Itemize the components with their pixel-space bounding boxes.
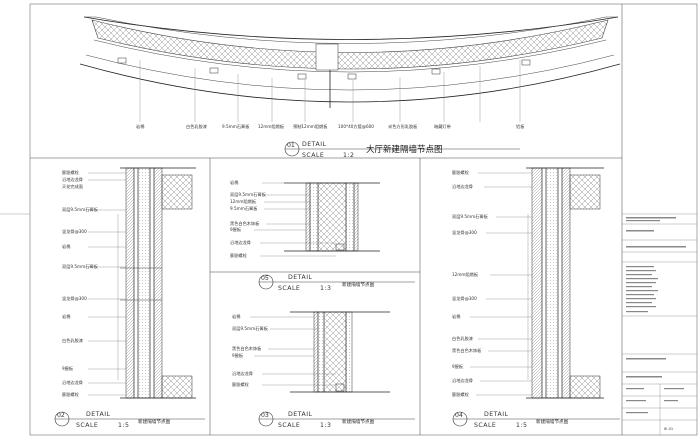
- detail-label: DETAIL: [288, 411, 313, 418]
- detail-number: 05: [261, 275, 269, 282]
- detail-title: 大厅新建隔墙节点图: [366, 144, 443, 155]
- callout-label: 沿地边龙骨: [62, 176, 83, 183]
- callout-label: 岩棉: [136, 123, 144, 130]
- detail-02-labels: 膨胀螺栓 沿地边龙骨 天花完成面 双层9.5mm石膏板 竖龙骨@300 岩棉 双…: [62, 169, 126, 398]
- detail-02-drawing: [117, 167, 196, 399]
- callout-label: 岩棉: [452, 313, 460, 320]
- callout-label: 沿地边龙骨: [230, 239, 251, 246]
- detail-05-drawing: [284, 182, 380, 252]
- callout-label: 白色乳胶漆: [62, 337, 83, 344]
- scale-ratio: 1:5: [516, 422, 527, 429]
- detail-05-labels: 岩棉 双层9.5mm石膏板 12mm阻燃板 9.5mm石膏板 黑色白色木饰板 9…: [230, 179, 336, 259]
- callout-label: 膨胀螺栓: [452, 169, 470, 176]
- detail-title: 新建隔墙节点图: [342, 418, 375, 425]
- callout-label: 9厘板: [452, 363, 464, 370]
- detail-03-labels: 岩棉 双层9.5mm石膏板 黑色白色木饰板 9厘板 沿地边龙骨 膨胀螺栓: [232, 313, 336, 388]
- callout-label: 双层9.5mm石膏板: [62, 206, 99, 213]
- callout-label: 双层9.5mm石膏板: [232, 325, 269, 332]
- callout-label: 膨胀螺栓: [62, 391, 80, 398]
- detail-01-drawing: [79, 16, 621, 122]
- scale-label: SCALE: [278, 422, 300, 429]
- callout-label: 膨胀螺栓: [232, 381, 250, 388]
- callout-label: 沿地边龙骨: [62, 379, 83, 386]
- callout-label: 12mm阻燃板: [230, 198, 257, 205]
- callout-label: 黑色白色木饰板: [230, 220, 260, 227]
- callout-label: 竖龙骨@300: [62, 228, 87, 235]
- scale-label: SCALE: [278, 285, 300, 292]
- callout-label: 岩棉: [62, 243, 70, 250]
- title-block: IE-01: [621, 4, 697, 435]
- callout-label: 膨胀螺栓: [452, 391, 470, 398]
- callout-label: 竖龙骨@300: [62, 295, 87, 302]
- callout-label: 双层9.5mm石膏板: [62, 263, 99, 270]
- callout-label: 岩棉: [232, 313, 240, 320]
- callout-label: 双层9.5mm石膏板: [230, 191, 267, 198]
- callout-label: 铝板: [516, 123, 525, 130]
- callout-label: 9厘板: [232, 352, 244, 359]
- callout-label: 12mm阻燃板: [452, 271, 479, 278]
- detail-02-title: 02 DETAIL SCALE 1:5 新建隔墙节点图: [54, 411, 205, 429]
- callout-label: 岩棉: [62, 313, 70, 320]
- callout-label: 9厘板: [230, 226, 242, 233]
- detail-04-labels: 膨胀螺栓 沿地边龙骨 双层9.5mm石膏板 竖龙骨@300 12mm阻燃板 竖龙…: [452, 169, 532, 398]
- scale-ratio: 1:2: [343, 152, 354, 159]
- callout-label: 岩棉: [230, 179, 238, 186]
- callout-label: 竖龙骨@300: [452, 229, 477, 236]
- detail-05-title: 05 DETAIL SCALE 1:3 新建隔墙节点图: [258, 274, 415, 292]
- detail-04-drawing: [526, 167, 604, 399]
- callout-label: 黑色白色木饰板: [232, 345, 262, 352]
- detail-03-title: 03 DETAIL SCALE 1:3 新建隔墙节点图: [258, 411, 415, 429]
- scale-ratio: 1:3: [320, 285, 331, 292]
- callout-label: 9厘板: [62, 365, 74, 372]
- scale-ratio: 1:5: [118, 422, 129, 429]
- callout-label: 沿地边龙骨: [452, 377, 473, 384]
- detail-number: 02: [57, 412, 65, 419]
- callout-label: 膨胀螺栓: [230, 252, 248, 259]
- scale-label: SCALE: [474, 422, 496, 429]
- callout-label: 沿地边龙骨: [452, 183, 473, 190]
- detail-title: 新建隔墙节点图: [536, 418, 569, 425]
- detail-number: 01: [287, 142, 295, 149]
- callout-label: 12mm阻燃板: [258, 123, 285, 130]
- sheet-number: IE-01: [664, 427, 673, 431]
- detail-01-labels: 岩棉 白色乳胶漆 9.5mm石膏板 12mm阻燃板 预制12mm阻燃板 100*…: [136, 123, 525, 130]
- detail-number: 03: [261, 412, 269, 419]
- detail-01-title: 01 DETAIL SCALE 1:2 大厅新建隔墙节点图: [284, 141, 520, 159]
- callout-label: 沿地边龙骨: [232, 370, 253, 377]
- detail-title: 新建隔墙节点图: [342, 281, 375, 288]
- detail-number: 04: [455, 412, 463, 419]
- detail-title: 新建隔墙节点图: [138, 418, 171, 425]
- callout-label: 膨胀螺栓: [62, 169, 80, 176]
- callout-label: 预制12mm阻燃板: [293, 123, 328, 130]
- callout-label: 天花完成面: [62, 183, 83, 190]
- callout-label: 黑色白色木饰板: [452, 347, 482, 354]
- callout-label: 100*40方管@600: [338, 123, 374, 130]
- callout-label: 9.5mm石膏板: [230, 205, 258, 212]
- detail-label: DETAIL: [86, 411, 111, 418]
- callout-label: 9.5mm石膏板: [222, 123, 250, 130]
- sheet-border: [29, 3, 698, 436]
- callout-label: 米色方形乳胶板: [388, 123, 418, 130]
- detail-03-drawing: [290, 311, 390, 393]
- callout-label: 竖龙骨@300: [452, 295, 477, 302]
- detail-04-title: 04 DETAIL SCALE 1:5 新建隔墙节点图: [452, 411, 620, 429]
- detail-label: DETAIL: [302, 141, 327, 148]
- callout-label: 白色乳胶漆: [452, 335, 473, 342]
- callout-label: 双层9.5mm石膏板: [452, 213, 489, 220]
- callout-label: 暗藏灯带: [434, 123, 451, 130]
- detail-label: DETAIL: [288, 274, 313, 281]
- scale-label: SCALE: [302, 152, 324, 159]
- scale-ratio: 1:3: [320, 422, 331, 429]
- scale-label: SCALE: [76, 422, 98, 429]
- detail-label: DETAIL: [484, 411, 509, 418]
- callout-label: 白色乳胶漆: [186, 123, 207, 130]
